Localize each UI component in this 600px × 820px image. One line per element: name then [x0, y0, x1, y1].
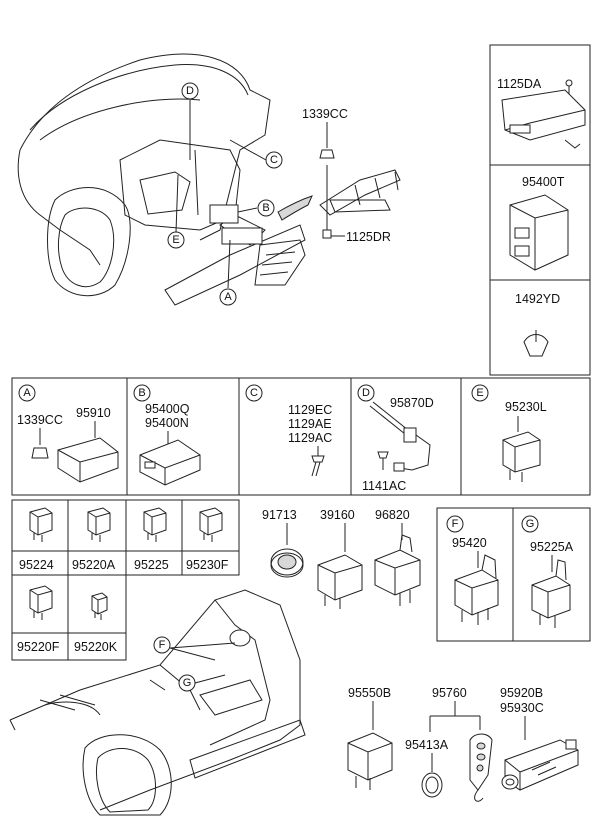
svg-text:95220F: 95220F — [17, 640, 60, 654]
relay-95225: 95225 — [134, 507, 169, 572]
label-91713: 91713 — [262, 508, 297, 522]
nut-1339CC — [31, 447, 49, 459]
svg-text:D: D — [186, 85, 194, 97]
label-C-1129EC: 1129EC — [288, 403, 332, 417]
label-1339CC-top: 1339CC — [302, 107, 348, 121]
callout-leader-lines — [175, 100, 267, 289]
label-C-1129AE: 1129AE — [288, 417, 332, 431]
relay-96820 — [374, 534, 421, 606]
key-fob-95760 — [469, 733, 493, 802]
bracket-assembly — [319, 149, 401, 239]
label-A-1339CC: 1339CC — [17, 413, 63, 427]
svg-text:95220K: 95220K — [74, 640, 118, 654]
label-95920B: 95920B — [500, 686, 543, 700]
label-95400T: 95400T — [522, 175, 565, 189]
callout-F-bottom: F — [153, 636, 236, 661]
box-B: B 95400Q 95400N — [133, 384, 201, 486]
callout-A: A — [219, 288, 237, 306]
svg-text:E: E — [476, 387, 483, 399]
label-95550B: 95550B — [348, 686, 391, 700]
label-39160: 39160 — [320, 508, 355, 522]
svg-text:C: C — [250, 387, 258, 399]
screw-1141AC — [377, 451, 389, 470]
box-G: G 95225A — [521, 515, 574, 628]
relay-95220K: 95220K — [74, 592, 118, 654]
svg-text:A: A — [23, 387, 31, 399]
svg-text:95225: 95225 — [134, 558, 169, 572]
svg-text:D: D — [362, 387, 370, 399]
relay-95224: 95224 — [19, 507, 54, 572]
relay-95220F: 95220F — [17, 585, 60, 654]
callout-E: E — [167, 231, 185, 249]
grommet-91713 — [270, 548, 304, 578]
callout-B: B — [257, 199, 275, 217]
svg-text:95220A: 95220A — [72, 558, 116, 572]
antenna-module-95920B — [501, 739, 579, 791]
box-C: C 1129EC 1129AE 1129AC — [245, 384, 332, 477]
screw-1129 — [311, 455, 325, 477]
clip-1492YD — [523, 330, 549, 357]
relay-95550B — [347, 732, 393, 790]
label-1492YD: 1492YD — [515, 292, 560, 306]
relay-95230F: 95230F — [186, 507, 229, 572]
svg-text:B: B — [138, 387, 145, 399]
svg-text:E: E — [172, 234, 179, 246]
vehicle-rear-illustration — [17, 53, 313, 306]
box-F: F 95420 — [446, 515, 499, 625]
label-E-95230L: 95230L — [505, 400, 547, 414]
label-1125DR: 1125DR — [346, 230, 391, 244]
relay-grid — [11, 499, 240, 661]
bracket-95760 — [429, 701, 481, 732]
fg-box — [436, 507, 591, 642]
svg-text:G: G — [183, 677, 192, 689]
svg-text:F: F — [452, 518, 459, 530]
label-95760: 95760 — [432, 686, 467, 700]
label-B-95400N: 95400N — [145, 416, 189, 430]
label-1125DA: 1125DA — [497, 77, 542, 91]
label-B-95400Q: 95400Q — [145, 402, 190, 416]
module-1125DA — [501, 89, 586, 149]
ring-95413A — [421, 772, 443, 798]
label-G-95225A: 95225A — [530, 540, 574, 554]
callout-C: C — [265, 151, 283, 169]
module-95400Q — [139, 439, 201, 486]
svg-text:G: G — [526, 518, 535, 530]
vehicle-rear-interior-illustration — [9, 589, 306, 816]
label-A-95910: 95910 — [76, 406, 111, 420]
relay-95230L — [502, 431, 541, 482]
svg-text:C: C — [270, 154, 278, 166]
svg-text:A: A — [224, 291, 232, 303]
box-A: A 1339CC 95910 — [17, 384, 119, 483]
relay-39160 — [317, 554, 363, 609]
box-E: E 95230L — [471, 384, 547, 482]
sensor-95870D — [369, 401, 431, 472]
label-F-95420: 95420 — [452, 536, 487, 550]
label-C-1129AC: 1129AC — [288, 431, 332, 445]
svg-text:95224: 95224 — [19, 558, 54, 572]
svg-text:95230F: 95230F — [186, 558, 229, 572]
row1-boxes — [11, 377, 591, 496]
module-95400T — [509, 194, 569, 271]
box-D: D 95870D 1141AC — [357, 384, 434, 493]
label-95930C: 95930C — [500, 701, 544, 715]
callout-G-bottom: G — [178, 674, 226, 692]
label-96820: 96820 — [375, 508, 410, 522]
svg-text:B: B — [262, 202, 269, 214]
label-D-1141AC: 1141AC — [362, 479, 406, 493]
label-D-95870D: 95870D — [390, 396, 434, 410]
box-1492YD — [489, 279, 591, 376]
callout-D: D — [181, 82, 199, 100]
svg-text:F: F — [159, 639, 166, 651]
label-95413A: 95413A — [405, 738, 449, 752]
relay-95220A: 95220A — [72, 507, 116, 572]
